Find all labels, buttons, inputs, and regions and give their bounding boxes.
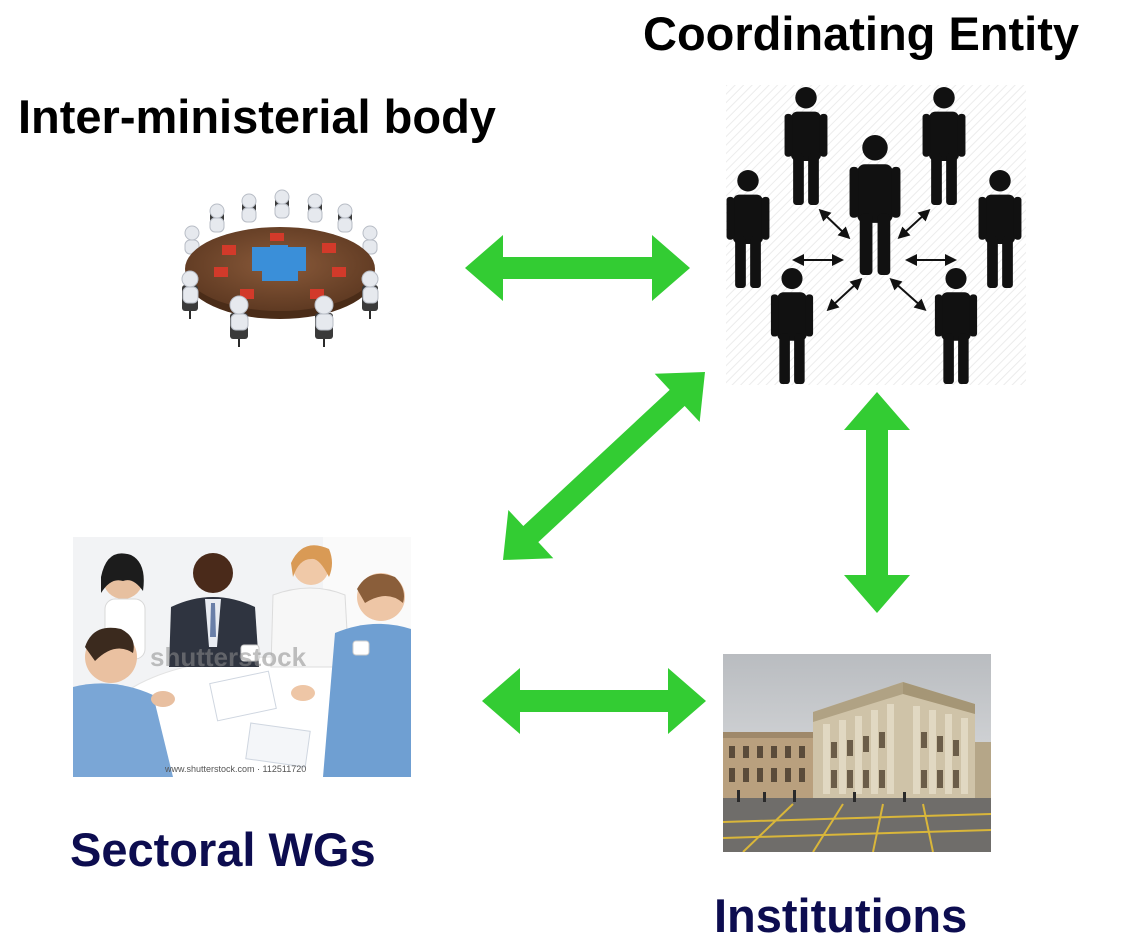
network-people-icon [726,85,1026,385]
institution-building-photo [723,654,991,852]
arrow-sectoral-to-institutions [482,668,706,734]
institutions-label: Institutions [714,889,968,942]
arrow-inter-to-coordinating [465,235,690,301]
inter-ministerial-body-label: Inter-ministerial body [18,90,496,143]
arrow-coordinating-to-institutions [844,392,910,613]
sectoral-wgs-label: Sectoral WGs [70,823,376,876]
shutterstock-watermark: shutterstock [150,642,307,672]
photo-caption: www.shutterstock.com · 112511720 [165,764,307,774]
coordinating-entity-label: Coordinating Entity [643,7,1080,60]
business-meeting-photo: shutterstock www.shutterstock.com · 1125… [73,537,411,777]
round-table-image [181,189,379,347]
arrow-coordinating-to-sectoral [502,372,705,560]
